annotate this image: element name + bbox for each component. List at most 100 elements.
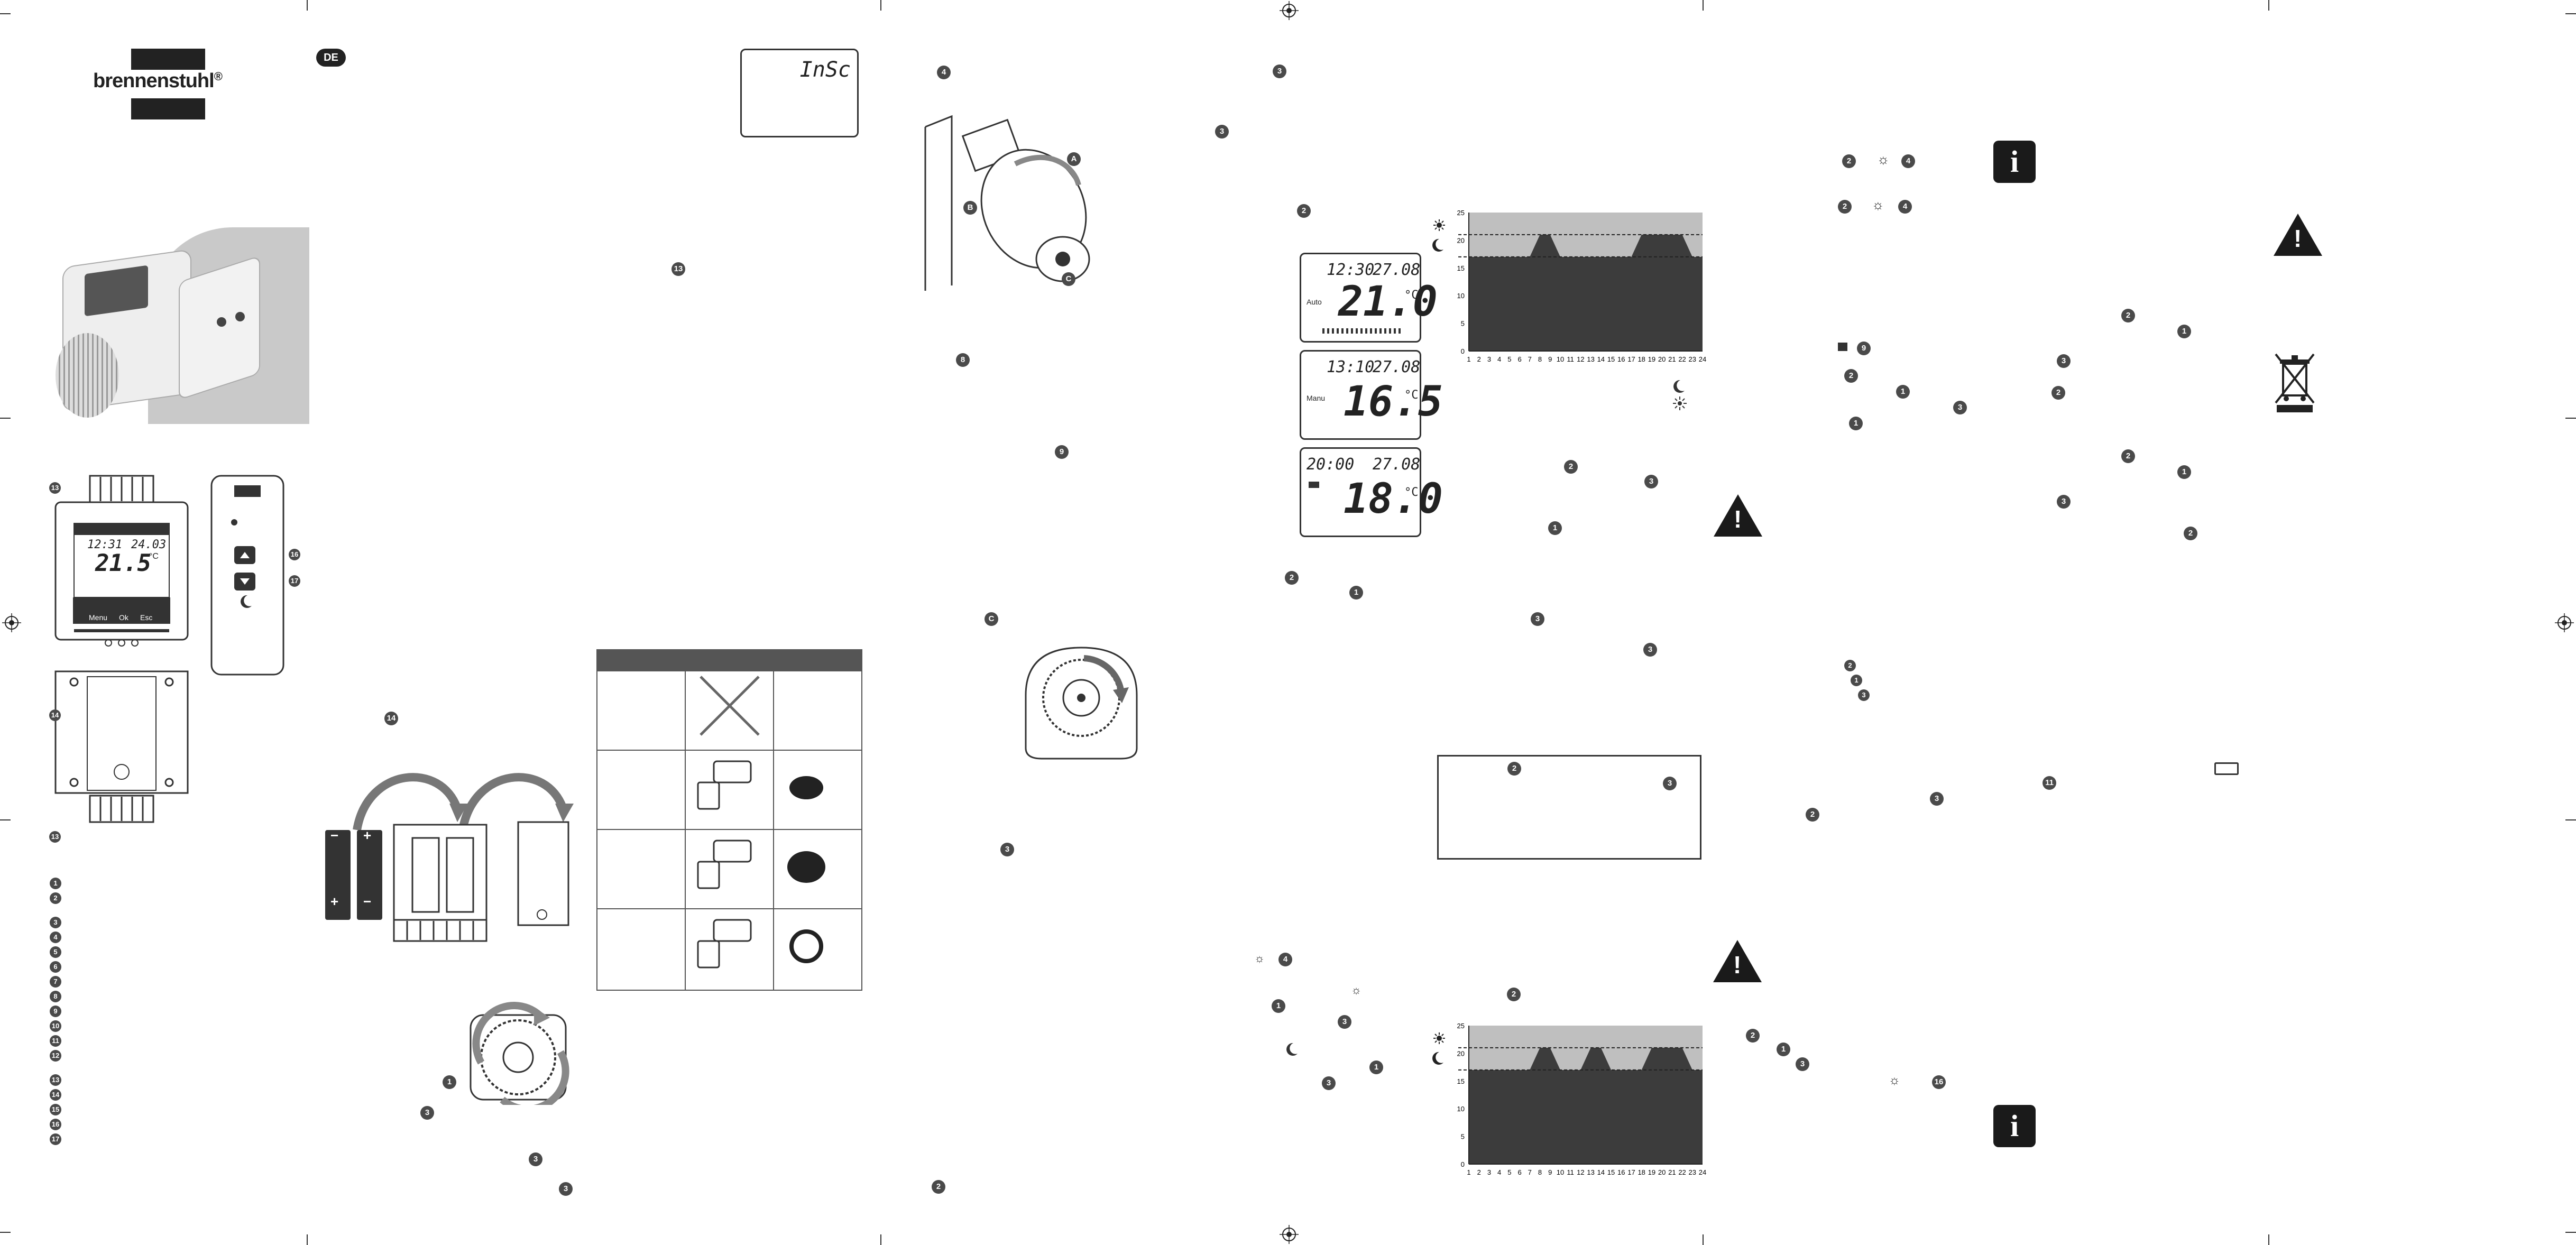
info-icon: i bbox=[1993, 1105, 2036, 1147]
sun-ray bbox=[1434, 220, 1437, 223]
x-tick-label: 22 bbox=[1678, 355, 1686, 363]
battery-insertion-diagram bbox=[325, 773, 574, 942]
callout-3: 3 bbox=[420, 1106, 434, 1120]
x-tick-label: 21 bbox=[1668, 1168, 1676, 1176]
y-tick-label: 5 bbox=[1461, 320, 1465, 328]
moon-icon bbox=[1286, 1043, 1298, 1056]
lcd-date: 27.08 bbox=[1373, 358, 1421, 376]
sun-icon bbox=[1673, 396, 1687, 410]
legend-number: 10 bbox=[50, 1020, 61, 1032]
sun-icon-core bbox=[1437, 222, 1442, 228]
x-tick-label: 14 bbox=[1597, 1168, 1605, 1176]
sun-ray bbox=[1434, 1040, 1437, 1043]
callout-1: 1 bbox=[1272, 999, 1285, 1013]
x-tick-label: 3 bbox=[1487, 355, 1491, 363]
legend-number: 2 bbox=[50, 892, 61, 904]
sun-moon-icon: ☼ bbox=[1254, 952, 1265, 965]
lcd-temp: 21.0 bbox=[1338, 278, 1438, 326]
logo-bar-top bbox=[131, 49, 205, 70]
crop-mark bbox=[2565, 1232, 2576, 1233]
x-tick-label: 5 bbox=[1507, 1168, 1511, 1176]
ok-button-label: Ok bbox=[119, 613, 128, 622]
legend-number: 16 bbox=[50, 1119, 61, 1130]
crop-mark bbox=[880, 1234, 881, 1245]
x-tick-label: 13 bbox=[1587, 355, 1594, 363]
window-icon bbox=[1838, 343, 1847, 351]
lcd-insc-text: InSc bbox=[799, 58, 851, 82]
callout-2: 2 bbox=[1507, 762, 1521, 776]
lcd-date: 27.08 bbox=[1373, 261, 1421, 279]
callout-3: 3 bbox=[559, 1182, 573, 1196]
x-tick-label: 10 bbox=[1557, 355, 1564, 363]
table-divider bbox=[596, 750, 862, 751]
callout-2: 2 bbox=[2121, 449, 2135, 463]
weee-bin-icon bbox=[2275, 353, 2315, 412]
x-tick-label: 18 bbox=[1637, 355, 1645, 363]
callout-4: 4 bbox=[1901, 154, 1915, 168]
remote-control-diagram bbox=[210, 475, 284, 676]
callout-1: 1 bbox=[1369, 1060, 1383, 1074]
callout-3: 3 bbox=[1858, 689, 1870, 701]
x-tick-label: 16 bbox=[1617, 1168, 1625, 1176]
callout-8: 8 bbox=[956, 353, 970, 367]
callout-1: 1 bbox=[1851, 675, 1862, 686]
sun-ray bbox=[1441, 220, 1444, 223]
lcd-date: 27.08 bbox=[1373, 455, 1421, 474]
callout-3: 3 bbox=[1322, 1076, 1336, 1090]
battery-low-icon bbox=[2214, 762, 2239, 775]
x-tick-label: 1 bbox=[1467, 355, 1470, 363]
table-divider bbox=[773, 670, 774, 990]
x-tick-label: 12 bbox=[1577, 355, 1584, 363]
battery-plus: + bbox=[330, 893, 339, 909]
callout-2: 2 bbox=[2184, 527, 2197, 540]
callout-3: 3 bbox=[1338, 1015, 1351, 1029]
legend-number: 13 bbox=[50, 1074, 61, 1086]
crop-mark bbox=[1703, 1234, 1704, 1245]
sun-icon: ☼ bbox=[1889, 1073, 1900, 1087]
warning-icon: ! bbox=[1713, 940, 1762, 982]
crop-mark bbox=[0, 1232, 11, 1233]
note-box: 2 3 bbox=[1437, 755, 1701, 860]
brand-name: brennenstuhl bbox=[93, 70, 215, 92]
callout-13: 13 bbox=[671, 262, 685, 276]
crop-mark bbox=[2565, 819, 2576, 820]
registered-mark: ® bbox=[214, 70, 223, 83]
crop-mark bbox=[0, 819, 11, 820]
callout-14: 14 bbox=[384, 712, 398, 725]
crop-mark bbox=[2268, 1234, 2269, 1245]
legend-number: 17 bbox=[50, 1133, 61, 1145]
sun-moon-icon: ☼ bbox=[1872, 197, 1884, 213]
lcd-unit: °C bbox=[1404, 289, 1419, 302]
lcd-mode: Manu bbox=[1307, 394, 1326, 402]
y-tick-label: 25 bbox=[1457, 1022, 1465, 1030]
table-divider bbox=[596, 908, 862, 909]
x-tick-label: 8 bbox=[1538, 355, 1542, 363]
x-tick-label: 24 bbox=[1699, 355, 1706, 363]
x-tick-label: 9 bbox=[1548, 1168, 1552, 1176]
callout-3: 3 bbox=[1953, 401, 1967, 414]
x-tick-label: 10 bbox=[1557, 1168, 1564, 1176]
y-tick-label: 0 bbox=[1461, 347, 1465, 355]
legend-number: 3 bbox=[50, 917, 61, 928]
registration-mark bbox=[2555, 613, 2574, 632]
x-tick-label: 8 bbox=[1538, 1168, 1542, 1176]
label-c: C bbox=[985, 612, 998, 626]
adapter-table bbox=[596, 670, 862, 991]
x-tick-label: 20 bbox=[1658, 355, 1666, 363]
temperature-area bbox=[1469, 234, 1703, 351]
battery-plus: + bbox=[363, 827, 372, 843]
x-tick-label: 3 bbox=[1487, 1168, 1491, 1176]
x-tick-label: 21 bbox=[1668, 355, 1676, 363]
battery-minus: − bbox=[330, 827, 339, 843]
legend-number: 14 bbox=[50, 1089, 61, 1101]
x-tick-label: 1 bbox=[1467, 1168, 1470, 1176]
callout-2: 2 bbox=[1838, 200, 1852, 214]
callout-3: 3 bbox=[1663, 777, 1677, 790]
lcd-unit: °C bbox=[1404, 389, 1419, 402]
callout-1: 1 bbox=[2177, 465, 2191, 479]
lcd-screen-manual: 13:10 27.08 Manu 16.5 °C bbox=[1300, 350, 1443, 440]
x-tick-label: 13 bbox=[1587, 1168, 1594, 1176]
window-open-icon bbox=[1309, 482, 1319, 488]
callout-2: 2 bbox=[1564, 460, 1578, 474]
callout-3: 3 bbox=[1643, 643, 1657, 657]
